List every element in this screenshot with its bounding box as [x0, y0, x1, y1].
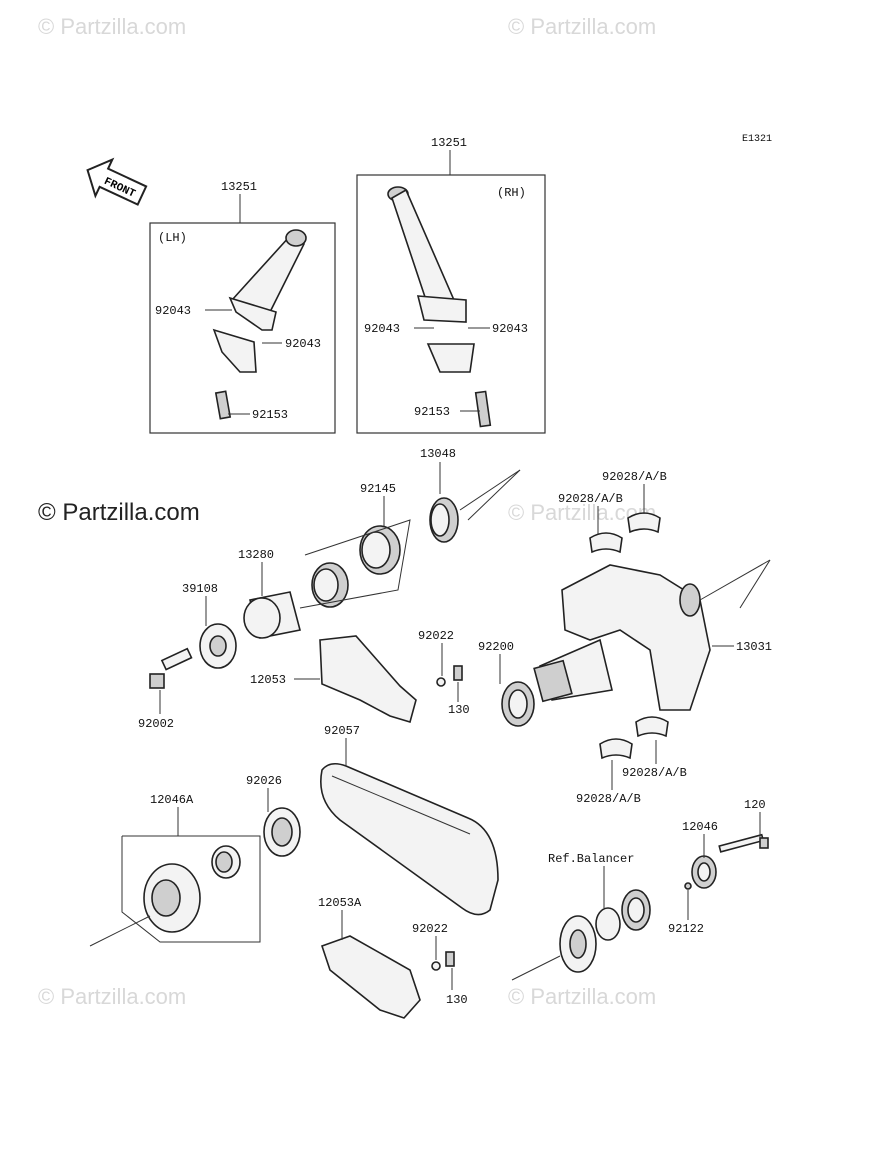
label-92200: 92200 [478, 640, 514, 654]
part-92022-washer-icon [436, 677, 446, 687]
label-12053A: 12053A [318, 896, 362, 910]
label-120: 120 [744, 798, 766, 812]
lh-connecting-rod-icon [212, 229, 307, 420]
rh-connecting-rod-box: 13251 (RH) 92043 92043 92153 [356, 136, 546, 434]
part-92057-chain-icon [320, 762, 499, 916]
part-balancer-sprocket-icon [511, 889, 651, 981]
label-92002: 92002 [138, 717, 174, 731]
part-12053A-chain-guide-icon [320, 935, 421, 1019]
lh-box-tag: (LH) [158, 231, 187, 245]
rh-box-title: 13251 [431, 136, 467, 150]
part-92122-pin-icon [684, 882, 692, 890]
diagram-code: E1321 [742, 134, 772, 145]
part-130-bolt-icon [453, 665, 463, 681]
rh-box-tag: (RH) [497, 186, 526, 200]
label-92028-bottom-2: 92028/A/B [576, 792, 641, 806]
part-92200-sprocket-icon [501, 681, 535, 727]
label-92028-top-2: 92028/A/B [558, 492, 623, 506]
watermark-top-right: © Partzilla.com [508, 14, 656, 39]
label-13280: 13280 [238, 548, 274, 562]
label-92022-b: 92022 [412, 922, 448, 936]
lh-label-92043-b: 92043 [285, 337, 321, 351]
lh-label-92153: 92153 [252, 408, 288, 422]
label-12046A: 12046A [150, 793, 194, 807]
part-92145-bearing-icon [299, 519, 411, 609]
part-92028-bearing-top-icon [589, 512, 661, 554]
part-12053-chain-guide-icon [319, 635, 417, 724]
watermark-top-left: © Partzilla.com [38, 14, 186, 39]
watermark-bottom-right: © Partzilla.com [508, 984, 656, 1009]
label-130-a: 130 [448, 703, 470, 717]
lh-connecting-rod-box: 13251 (LH) 92043 92043 92153 [149, 180, 336, 434]
watermark-bottom-left: © Partzilla.com [38, 984, 186, 1009]
label-92026: 92026 [246, 774, 282, 788]
watermark-mid-left: © Partzilla.com [38, 499, 200, 526]
part-13280-sleeve-icon [243, 591, 301, 639]
part-120-bolt-icon [718, 833, 769, 853]
part-92028-bearing-bottom-icon [599, 716, 669, 760]
part-92026-washer-icon [263, 807, 301, 857]
part-130-bolt-b-icon [445, 951, 455, 967]
label-13048: 13048 [420, 447, 456, 461]
label-92057: 92057 [324, 724, 360, 738]
part-92002-bolt-icon [149, 647, 193, 689]
part-12046A-sprocket-icon [143, 845, 241, 933]
rh-label-92043-b: 92043 [492, 322, 528, 336]
part-12046A-sprocket-box [89, 835, 261, 947]
label-12046: 12046 [682, 820, 718, 834]
part-12046-sprocket-icon [691, 855, 717, 889]
label-92028-top-1: 92028/A/B [602, 470, 667, 484]
label-92022-a: 92022 [418, 629, 454, 643]
rh-label-92043-a: 92043 [364, 322, 400, 336]
part-13048-bearing-icon [429, 469, 521, 543]
label-13031: 13031 [736, 640, 772, 654]
label-ref-balancer: Ref.Balancer [548, 852, 634, 866]
part-92022-washer-b-icon [431, 961, 441, 971]
lh-box-title: 13251 [221, 180, 257, 194]
part-39108-washer-icon [199, 623, 237, 669]
label-92145: 92145 [360, 482, 396, 496]
label-39108: 39108 [182, 582, 218, 596]
part-13031-crankshaft-icon [533, 559, 771, 711]
label-12053: 12053 [250, 673, 286, 687]
label-92028-bottom-1: 92028/A/B [622, 766, 687, 780]
label-92122: 92122 [668, 922, 704, 936]
lh-label-92043-a: 92043 [155, 304, 191, 318]
label-130-b: 130 [446, 993, 468, 1007]
rh-label-92153: 92153 [414, 405, 450, 419]
front-arrow-icon: FRONT [86, 157, 148, 206]
rh-connecting-rod-icon [387, 186, 492, 428]
